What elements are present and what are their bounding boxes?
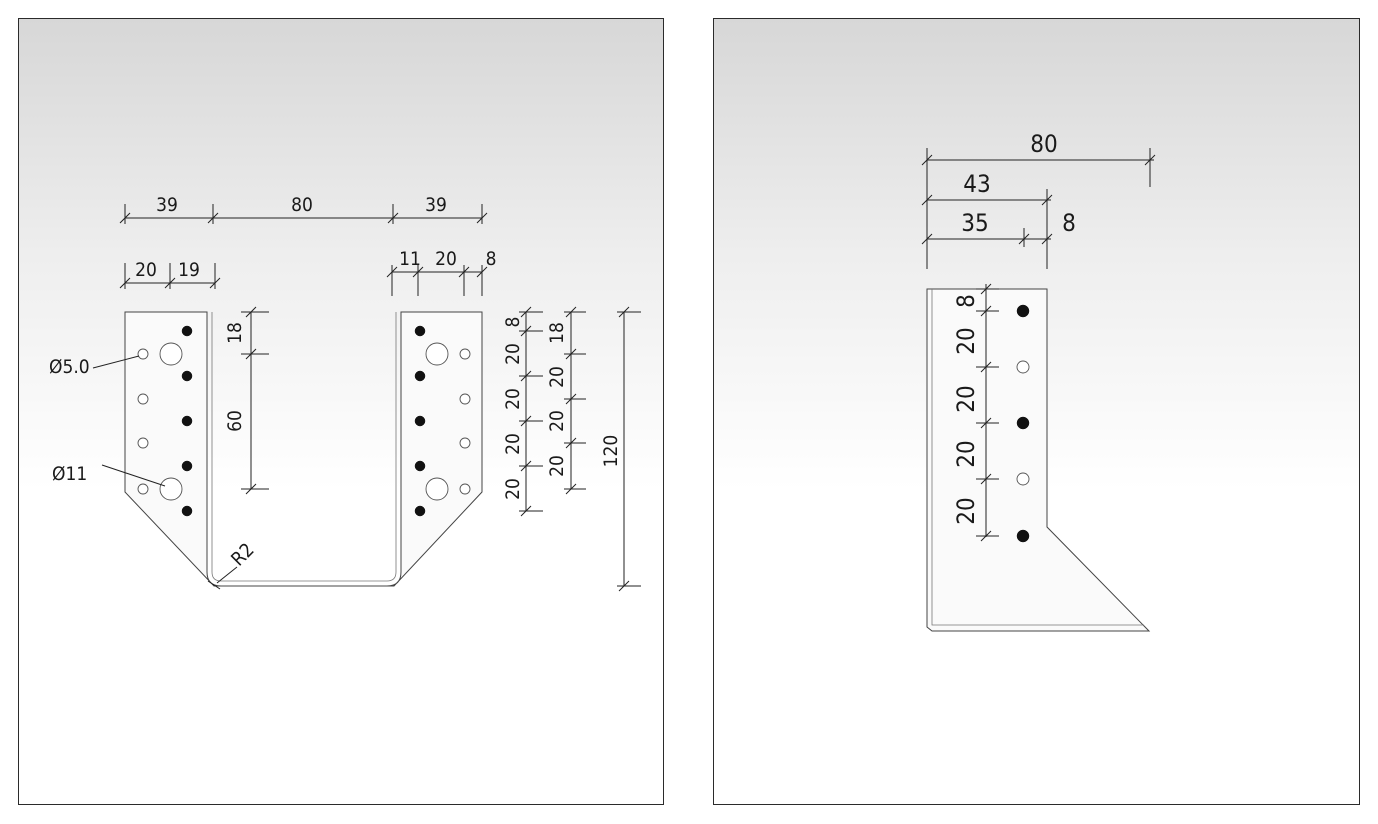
nail-hole [181, 505, 193, 517]
dim-chain-b-1: 20 [546, 366, 568, 388]
mid-dimension: 43 [921, 170, 1053, 269]
left-sub-dimension-chain: 20 19 [119, 259, 221, 289]
width-dimension: 80 [921, 130, 1156, 269]
large-hole [159, 477, 183, 501]
nail-hole [414, 370, 426, 382]
small-hole [137, 348, 149, 360]
dim-side-chain-2: 20 [952, 385, 980, 412]
nail-hole [414, 325, 426, 337]
side-view-drawing: 80 43 35 8 [921, 130, 1156, 632]
front-view-panel: 39 80 39 20 19 11 20 [18, 18, 664, 805]
side-view-panel: 80 43 35 8 [713, 18, 1360, 805]
nail-hole [1016, 416, 1030, 430]
small-hole [459, 483, 471, 495]
right-sub-dimension-chain: 11 20 8 [386, 248, 497, 296]
bracket-inner-edge [211, 312, 397, 582]
dim-inner-18: 18 [224, 322, 246, 344]
nail-hole [181, 370, 193, 382]
dim-chain-b-3: 20 [546, 455, 568, 477]
top-dimension-chain: 39 80 39 [119, 194, 488, 224]
dim-top-left: 39 [156, 194, 178, 216]
dim-chain-b-0: 18 [546, 322, 568, 344]
dim-side-chain-1: 20 [952, 327, 980, 354]
large-hole-diameter-label: Ø11 [52, 463, 87, 485]
small-hole [459, 348, 471, 360]
large-hole [425, 477, 449, 501]
side-vertical-chain: 8 20 20 20 20 [952, 283, 999, 542]
small-hole [137, 437, 149, 449]
nail-hole [181, 325, 193, 337]
dim-right-sub-b: 20 [435, 248, 457, 270]
nail-hole [414, 460, 426, 472]
dim-chain-a-3: 20 [502, 433, 524, 455]
nail-hole [1016, 529, 1030, 543]
dim-top-right: 39 [425, 194, 447, 216]
dim-left-sub-b: 19 [178, 259, 200, 281]
overall-height-dimension: 120 [600, 306, 641, 592]
right-vertical-chain-b: 18 20 20 20 [546, 306, 586, 495]
nail-hole [414, 505, 426, 517]
large-hole [425, 342, 449, 366]
small-hole [137, 393, 149, 405]
dim-side-chain-0: 8 [952, 294, 980, 308]
small-hole [1016, 472, 1030, 486]
dim-chain-a-1: 20 [502, 343, 524, 365]
inner-dimension: 35 8 [921, 209, 1076, 247]
dim-top-center: 80 [291, 194, 313, 216]
dim-thickness-8: 8 [1062, 209, 1076, 237]
dim-overall-height: 120 [600, 435, 622, 468]
small-hole [459, 437, 471, 449]
bend-radius-callout: R2 [207, 539, 259, 590]
bracket-side-profile [926, 288, 1151, 632]
small-hole [459, 393, 471, 405]
nail-hole [181, 460, 193, 472]
dim-chain-a-2: 20 [502, 388, 524, 410]
nail-hole [414, 415, 426, 427]
right-vertical-chain-a: 8 20 20 20 20 [502, 306, 543, 517]
small-hole [137, 483, 149, 495]
front-view-drawing: 39 80 39 20 19 11 20 [49, 194, 641, 592]
dim-right-sub-c: 8 [486, 248, 497, 270]
dim-chain-a-4: 20 [502, 478, 524, 500]
dim-inner-60: 60 [224, 410, 246, 432]
dim-width-80: 80 [1030, 130, 1057, 158]
inner-vertical-dimension-chain: 18 60 [224, 306, 269, 495]
bracket-side-inner-edge [931, 289, 1144, 626]
dim-43: 43 [963, 170, 990, 198]
dim-35: 35 [961, 209, 988, 237]
bracket-outline [124, 311, 483, 587]
small-hole [1016, 360, 1030, 374]
large-hole-callout: Ø11 [52, 463, 166, 487]
dim-side-chain-4: 20 [952, 497, 980, 524]
dim-chain-b-2: 20 [546, 410, 568, 432]
dim-left-sub-a: 20 [135, 259, 157, 281]
nail-hole [181, 415, 193, 427]
dim-right-sub-a: 11 [399, 248, 421, 270]
large-hole [159, 342, 183, 366]
nail-hole [1016, 304, 1030, 318]
small-hole-callout: Ø5.0 [49, 355, 140, 378]
dim-chain-a-0: 8 [502, 317, 524, 328]
bend-radius-label: R2 [227, 539, 259, 571]
dim-side-chain-3: 20 [952, 440, 980, 467]
small-hole-diameter-label: Ø5.0 [49, 356, 90, 378]
